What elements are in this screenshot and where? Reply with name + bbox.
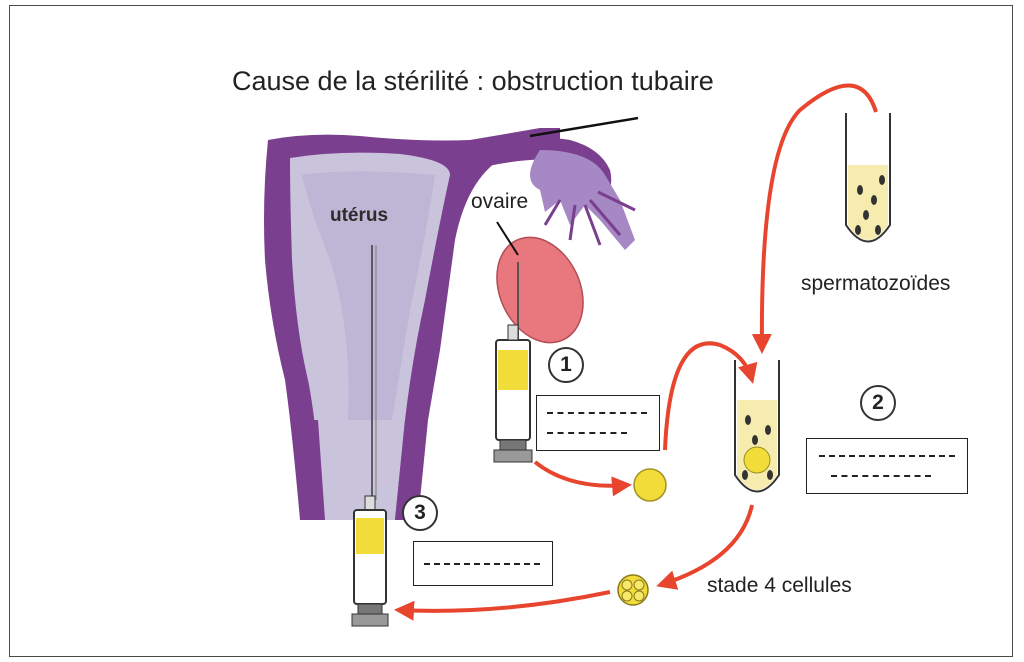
uterus-label: utérus bbox=[330, 205, 388, 227]
oocyte bbox=[634, 469, 666, 501]
answer-box-1[interactable] bbox=[536, 395, 660, 451]
diagram-title: Cause de la stérilité : obstruction tuba… bbox=[232, 66, 714, 97]
answer-box-3[interactable] bbox=[413, 541, 553, 586]
fertilization-test-tube bbox=[735, 360, 779, 492]
syringe-1 bbox=[494, 325, 532, 462]
stage-label: stade 4 cellules bbox=[707, 574, 852, 598]
step-number: 3 bbox=[403, 496, 437, 530]
sperm-test-tube bbox=[846, 113, 890, 242]
step-number: 2 bbox=[861, 386, 895, 420]
ovary-label: ovaire bbox=[471, 190, 528, 214]
answer-box-2[interactable] bbox=[806, 438, 968, 494]
sperm-label: spermatozoïdes bbox=[801, 272, 950, 296]
step-number: 1 bbox=[549, 348, 583, 382]
embryo-4-cells bbox=[618, 575, 648, 605]
